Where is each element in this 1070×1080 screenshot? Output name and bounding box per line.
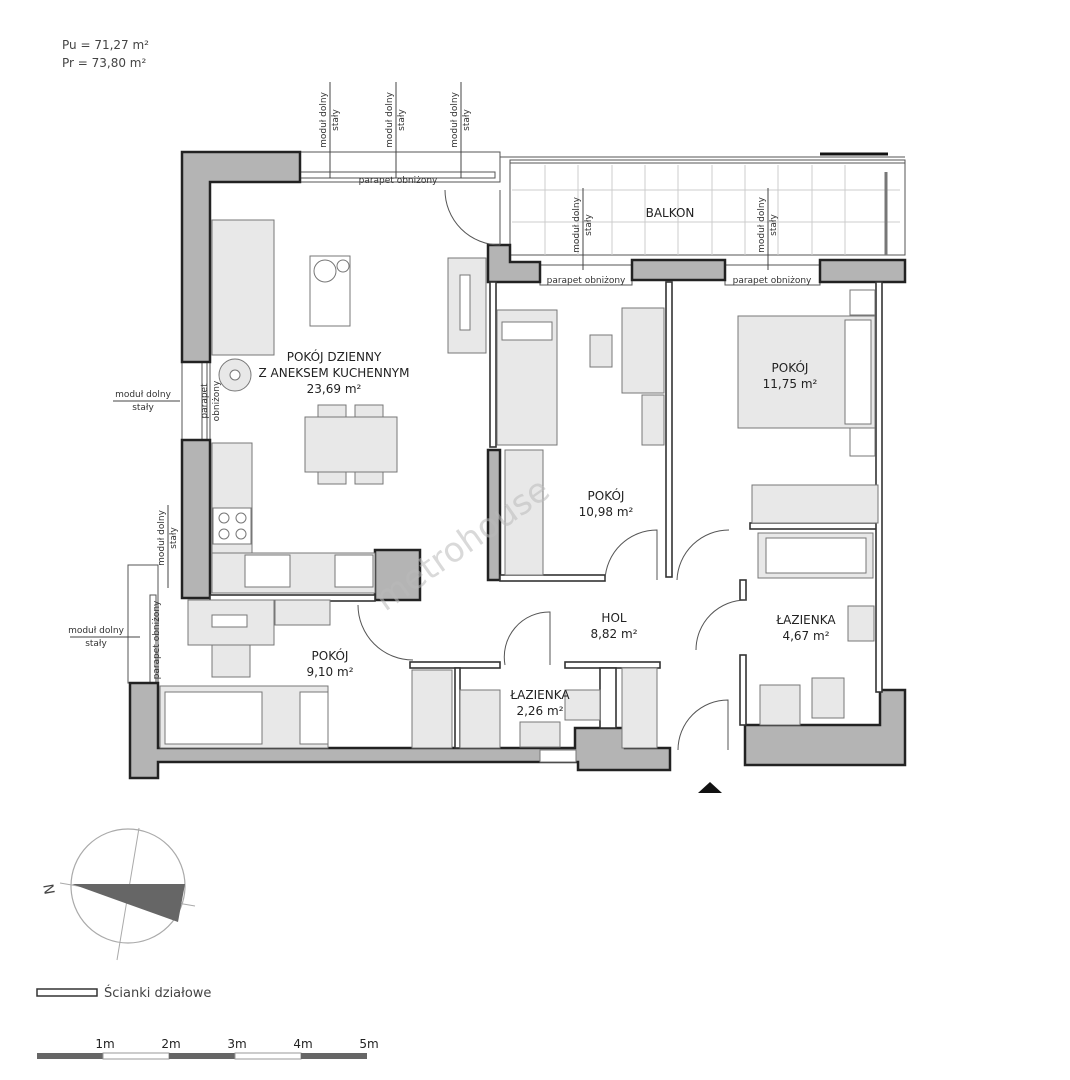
annotation-label: moduł dolny <box>450 91 460 148</box>
scale-bar: 1m 2m 3m 4m 5m <box>37 1037 379 1060</box>
annotation-label: moduł dolny <box>319 91 329 148</box>
annotation-label: parapet obniżony <box>359 176 438 186</box>
doors <box>357 189 747 751</box>
partition-walls <box>209 281 883 749</box>
bath-small-area: 2,26 m² <box>516 704 563 718</box>
bath-large-area: 4,67 m² <box>782 629 829 643</box>
room-mid-area: 10,98 m² <box>579 505 634 519</box>
balcony-name: BALKON <box>646 206 695 220</box>
annotation-label: moduł dolny <box>157 509 167 566</box>
annotation-label: parapet obniżony <box>547 276 626 286</box>
windows <box>127 151 821 684</box>
annotation-label: parapet obniżony <box>733 276 812 286</box>
hall-area: 8,82 m² <box>590 627 637 641</box>
annotation-label: 4m <box>293 1037 312 1051</box>
bath-large-name: ŁAZIENKA <box>775 613 836 627</box>
annotation-label: parapet <box>200 383 210 419</box>
room-left-area: 9,10 m² <box>306 665 353 679</box>
total-area-label: Pr = 73,80 m² <box>62 56 147 70</box>
annotation-label: 3m <box>227 1037 246 1051</box>
legend-partition-walls: Ścianki działowe <box>104 985 211 1001</box>
furniture <box>159 219 879 763</box>
living-room-name-2: Z ANEKSEM KUCHENNYM <box>259 366 410 380</box>
living-room-name: POKÓJ DZIENNY <box>287 349 382 364</box>
annotation-label: stały <box>169 527 179 549</box>
legend: Ścianki działowe <box>36 985 211 1001</box>
room-right-area: 11,75 m² <box>763 377 818 391</box>
annotation-label: stały <box>397 109 407 131</box>
compass: N <box>39 827 196 961</box>
living-room-area: 23,69 m² <box>307 382 362 396</box>
walls <box>128 150 907 780</box>
annotation-label: moduł dolny <box>68 626 125 636</box>
annotation-label: stały <box>584 214 594 236</box>
annotations: moduł dolny stały moduł dolny stały modu… <box>68 82 812 679</box>
hall-name: HOL <box>601 611 626 625</box>
annotation-label: 5m <box>359 1037 378 1051</box>
annotation-label: stały <box>331 109 341 131</box>
annotation-label: stały <box>769 214 779 236</box>
entrance-arrow-icon <box>698 782 722 793</box>
annotation-label: 2m <box>161 1037 180 1051</box>
annotation-label: moduł dolny <box>385 91 395 148</box>
annotation-label: stały <box>132 403 154 413</box>
annotation-label: moduł dolny <box>757 196 767 253</box>
bath-small-name: ŁAZIENKA <box>509 688 570 702</box>
annotation-label: 1m <box>95 1037 114 1051</box>
annotation-label: stały <box>462 109 472 131</box>
annotation-label: parapet obniżony <box>152 600 162 679</box>
annotation-label: moduł dolny <box>115 390 172 400</box>
annotation-label: obniżony <box>212 380 222 421</box>
room-right-name: POKÓJ <box>772 360 809 375</box>
annotation-label: stały <box>85 639 107 649</box>
room-left-name: POKÓJ <box>312 648 349 663</box>
balcony <box>300 152 906 256</box>
room-mid-name: POKÓJ <box>588 488 625 503</box>
usable-area-label: Pu = 71,27 m² <box>62 38 149 52</box>
room-labels: POKÓJ DZIENNY Z ANEKSEM KUCHENNYM 23,69 … <box>259 206 837 718</box>
annotation-label: moduł dolny <box>572 196 582 253</box>
north-label: N <box>39 883 57 896</box>
